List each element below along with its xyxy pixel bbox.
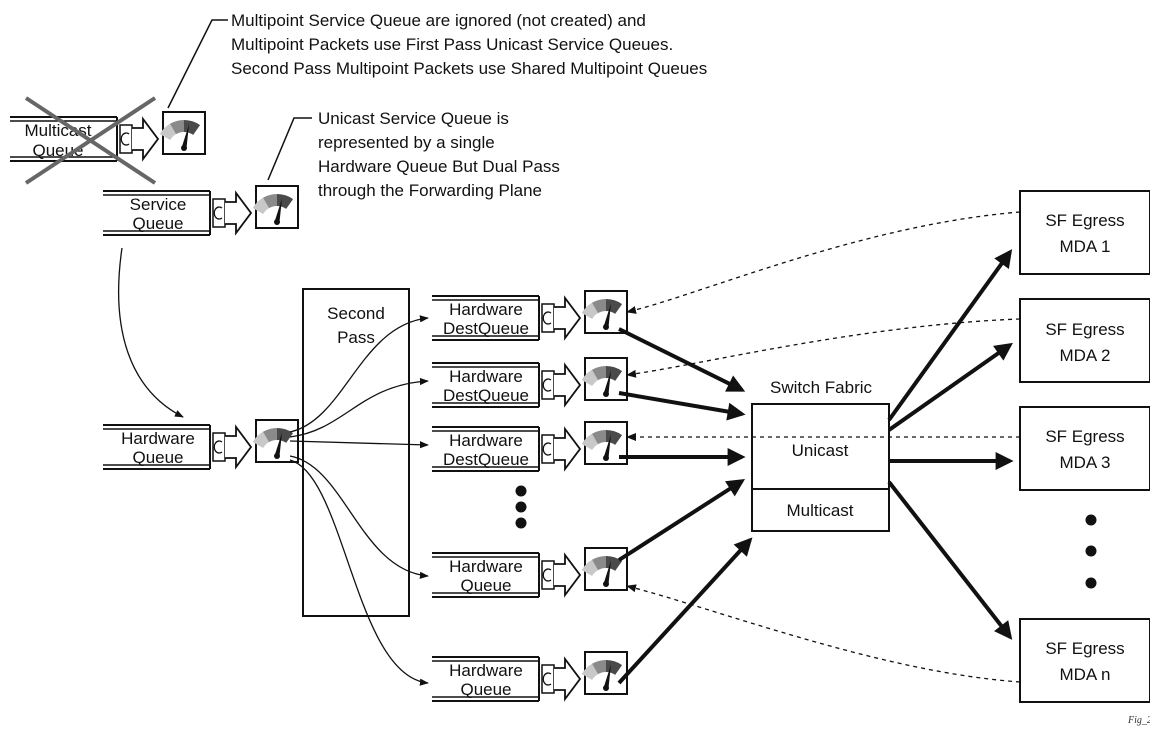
- unicast-note-line-1: Unicast Service Queue is: [318, 109, 509, 128]
- unicast-note-line-3: Hardware Queue But Dual Pass: [318, 157, 560, 176]
- queue-output-arrow: [554, 426, 582, 472]
- service-to-hardware-arrow: [117, 247, 184, 418]
- scheduler-cycle-icon: [541, 370, 555, 400]
- destqueue-1-label-2: DestQueue: [443, 319, 529, 338]
- rate-gauge-icon: [581, 651, 628, 695]
- queue-stack: [432, 656, 540, 702]
- hardware-input-queue: Hardware Queue: [103, 419, 299, 470]
- destqueue-3-label-1: Hardware: [449, 431, 523, 450]
- egress-mda-3-label-1: SF Egress: [1045, 427, 1124, 446]
- unicast-annotation: Unicast Service Queue is represented by …: [267, 109, 560, 200]
- egress-mda-2-label-2: MDA 2: [1059, 346, 1110, 365]
- rate-gauge-icon: [252, 185, 299, 229]
- rate-gauge-icon: [159, 111, 206, 155]
- switch-fabric-multicast: Multicast: [786, 501, 853, 520]
- second-pass-label-2: Pass: [337, 328, 375, 347]
- hardware-input-queue-label-2: Queue: [132, 448, 183, 467]
- destqueue-3-label-2: DestQueue: [443, 450, 529, 469]
- egress-ellipsis: [1085, 514, 1097, 589]
- switch-fabric-title: Switch Fabric: [770, 378, 873, 397]
- egress-mda-2-label-1: SF Egress: [1045, 320, 1124, 339]
- hardware-queue-5: Hardware Queue: [432, 651, 628, 702]
- queue-ellipsis: [515, 485, 527, 529]
- queue-output-arrow: [554, 295, 582, 341]
- queue-to-fabric-arrows: [617, 327, 753, 685]
- multipoint-callout-line: [167, 19, 228, 109]
- service-queue-label-1: Service: [130, 195, 187, 214]
- multipoint-annotation: Multipoint Service Queue are ignored (no…: [167, 11, 707, 109]
- multipoint-note-line-2: Multipoint Packets use First Pass Unicas…: [231, 35, 673, 54]
- scheduler-cycle-icon: [119, 124, 133, 154]
- destqueue-2-label-1: Hardware: [449, 367, 523, 386]
- fabric-to-egress-arrows: [887, 249, 1014, 640]
- egress-mda-n: SF Egress MDA n: [1019, 618, 1150, 703]
- fanout-lines: [289, 315, 429, 686]
- destqueue-1-label-1: Hardware: [449, 300, 523, 319]
- hardware-destqueue-3: Hardware DestQueue: [432, 421, 628, 472]
- rate-gauge-icon: [581, 547, 628, 591]
- hardware-queue-4: Hardware Queue: [432, 547, 628, 598]
- multipoint-note-line-3: Second Pass Multipoint Packets use Share…: [231, 59, 707, 78]
- scheduler-cycle-icon: [541, 303, 555, 333]
- hardware-queue-5-label-2: Queue: [460, 680, 511, 699]
- hardware-destqueue-1: Hardware DestQueue: [432, 290, 628, 341]
- egress-mda-2: SF Egress MDA 2: [1019, 298, 1150, 383]
- queue-output-arrow: [225, 190, 253, 236]
- queue-stack: [432, 295, 540, 341]
- unicast-note-line-2: represented by a single: [318, 133, 495, 152]
- queue-output-arrow: [554, 552, 582, 598]
- queue-stack: [432, 426, 540, 472]
- scheduler-cycle-icon: [541, 560, 555, 590]
- hardware-queue-4-label-1: Hardware: [449, 557, 523, 576]
- queue-stack: [432, 362, 540, 408]
- backpressure-dashed-lines: [626, 211, 1021, 683]
- unicast-note-line-4: through the Forwarding Plane: [318, 181, 542, 200]
- unicast-callout-line: [267, 117, 312, 181]
- scheduler-cycle-icon: [541, 434, 555, 464]
- multipoint-note-line-1: Multipoint Service Queue are ignored (no…: [231, 11, 646, 30]
- hardware-queue-4-label-2: Queue: [460, 576, 511, 595]
- egress-mda-1-label-1: SF Egress: [1045, 211, 1124, 230]
- second-pass-label-1: Second: [327, 304, 385, 323]
- second-pass-box: Second Pass: [302, 288, 410, 617]
- multicast-ignored-cross: [24, 96, 157, 185]
- queue-stack: [103, 424, 211, 470]
- figure-label: Fig_2: [1127, 715, 1150, 726]
- queue-output-arrow: [132, 116, 160, 162]
- queue-output-arrow: [554, 656, 582, 702]
- egress-mda-1-label-2: MDA 1: [1059, 237, 1110, 256]
- hardware-destqueue-2: Hardware DestQueue: [432, 357, 628, 408]
- hardware-input-queue-label-1: Hardware: [121, 429, 195, 448]
- rate-gauge-icon: [581, 290, 628, 334]
- egress-mda-1: SF Egress MDA 1: [1019, 190, 1150, 275]
- service-queue: Service Queue: [103, 185, 299, 236]
- egress-mda-3-label-2: MDA 3: [1059, 453, 1110, 472]
- multicast-queue: Multicast Queue: [10, 111, 206, 162]
- egress-mda-n-label-1: SF Egress: [1045, 639, 1124, 658]
- switch-fabric: Switch Fabric Unicast Multicast: [751, 378, 890, 532]
- scheduler-cycle-icon: [212, 198, 226, 228]
- switch-fabric-box: [751, 403, 890, 532]
- egress-mda-n-label-2: MDA n: [1059, 665, 1110, 684]
- queue-stack: [103, 190, 211, 236]
- scheduler-cycle-icon: [541, 664, 555, 694]
- destqueue-2-label-2: DestQueue: [443, 386, 529, 405]
- scheduler-cycle-icon: [212, 432, 226, 462]
- queue-output-arrow: [225, 424, 253, 470]
- hardware-queue-5-label-1: Hardware: [449, 661, 523, 680]
- egress-mda-3: SF Egress MDA 3: [1019, 406, 1150, 491]
- queue-output-arrow: [554, 362, 582, 408]
- multicast-queue-label-1: Multicast: [24, 121, 91, 140]
- switch-fabric-unicast: Unicast: [792, 441, 849, 460]
- queue-stack: [432, 552, 540, 598]
- service-queue-label-2: Queue: [132, 214, 183, 233]
